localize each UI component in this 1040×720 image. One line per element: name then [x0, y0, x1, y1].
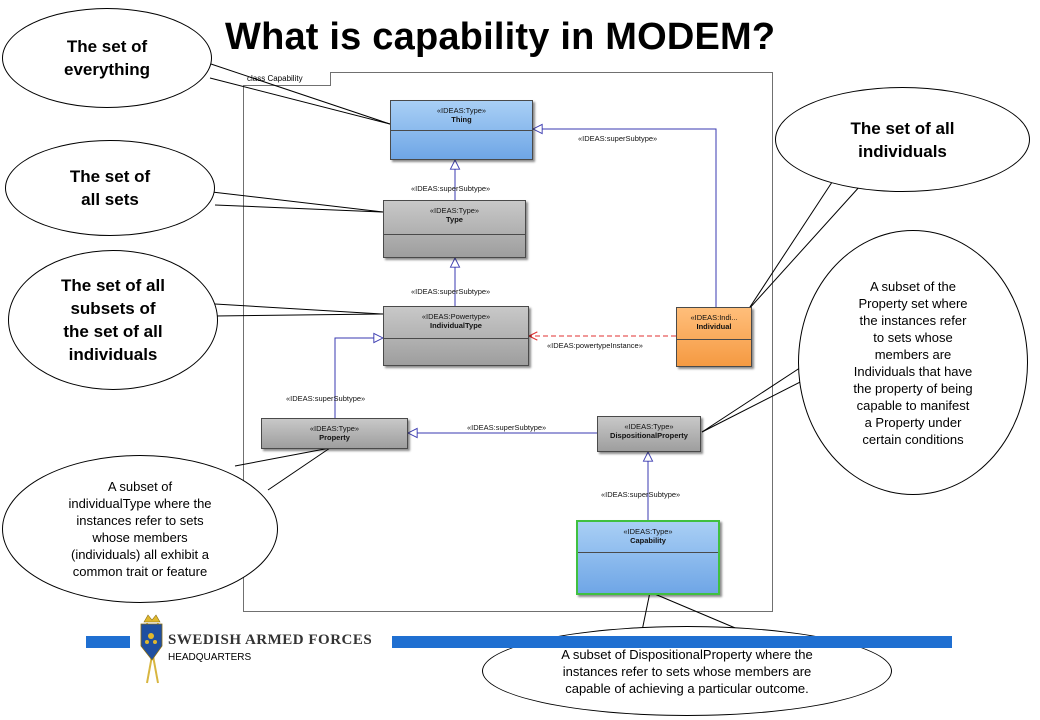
- callout-dispositional-line5: members are: [874, 346, 952, 362]
- callout-pointer-capability-2: [649, 591, 741, 631]
- class-individualtype[interactable]: «IDEAS:Powertype» IndividualType: [383, 306, 529, 366]
- callout-everything-line2: everything: [64, 60, 150, 79]
- callout-pointer-everything: [204, 61, 391, 125]
- class-thing[interactable]: «IDEAS:Type» Thing: [390, 100, 533, 160]
- callout-individuals-line2: individuals: [858, 141, 947, 161]
- callout-property-line4: whose members: [92, 530, 188, 545]
- individualtype-stereotype: «IDEAS:Powertype»: [421, 312, 491, 321]
- callout-pointer-subsets-2: [214, 313, 384, 317]
- dispositional-name: DispositionalProperty: [610, 431, 688, 440]
- type-name: Type: [446, 215, 463, 224]
- footer-bar-right: [392, 636, 952, 648]
- label-supersubtype-capability-dispositional: «IDEAS:superSubtype»: [601, 490, 681, 499]
- callout-property-line1: A subset of: [107, 479, 173, 494]
- label-powertypeinstance: «IDEAS:powertypeInstance»: [547, 341, 643, 350]
- class-property[interactable]: «IDEAS:Type» Property: [261, 418, 408, 449]
- individualtype-name: IndividualType: [430, 321, 482, 330]
- callout-pointer-property-2: [267, 447, 331, 491]
- label-supersubtype-property-individualtype: «IDEAS:superSubtype»: [286, 394, 366, 403]
- individual-stereotype: «IDEAS:Indi...: [690, 313, 738, 322]
- diagram-frame: [243, 72, 773, 612]
- class-individual[interactable]: «IDEAS:Indi... Individual: [676, 307, 752, 367]
- callout-dispositional-line8: capable to manifest: [856, 397, 970, 413]
- property-name: Property: [319, 433, 350, 442]
- callout-dispositional-line3: the instances refer: [859, 312, 967, 328]
- callout-pointer-dispositional: [701, 359, 813, 433]
- callout-subsets-line4: individuals: [68, 345, 158, 364]
- callout-pointer-everything-2: [209, 77, 391, 125]
- callout-dispositional-line9: a Property under: [864, 414, 962, 430]
- callout-individuals-line1: The set of all: [850, 118, 955, 138]
- callout-pointer-subsets: [214, 303, 384, 315]
- callout-subsets: The set of all subsets of the set of all…: [8, 250, 218, 390]
- callout-pointer-individuals-2: [747, 174, 871, 311]
- dispositional-stereotype: «IDEAS:Type»: [624, 422, 674, 431]
- callout-capability-line3: capable of achieving a particular outcom…: [565, 680, 809, 696]
- class-dispositionalproperty[interactable]: «IDEAS:Type» DispositionalProperty: [597, 416, 701, 452]
- thing-stereotype: «IDEAS:Type»: [436, 106, 487, 115]
- callout-pointer-all-sets-2: [214, 204, 384, 213]
- property-stereotype: «IDEAS:Type»: [309, 424, 360, 433]
- label-supersubtype-dispositional-property: «IDEAS:superSubtype»: [467, 423, 547, 432]
- callout-dispositional-line6: Individuals that have: [853, 363, 973, 379]
- callout-property-line5: (individuals) all exhibit a: [70, 547, 209, 562]
- callout-dispositional-line7: the property of being: [853, 380, 973, 396]
- callout-all-sets: The set of all sets: [5, 140, 215, 236]
- callout-individuals: The set of all individuals: [775, 87, 1030, 192]
- callout-property-line2: individualType where the: [68, 496, 212, 511]
- capability-name: Capability: [630, 536, 666, 545]
- edge-individual-thing: [533, 129, 717, 307]
- callout-everything: The set of everything: [2, 8, 212, 108]
- callout-property: A subset of individualType where the ins…: [2, 455, 278, 603]
- class-type[interactable]: «IDEAS:Type» Type: [383, 200, 526, 258]
- slide-title: What is capability in MODEM?: [225, 16, 776, 58]
- label-supersubtype-individual-thing: «IDEAS:superSubtype»: [578, 134, 658, 143]
- label-supersubtype-individualtype-type: «IDEAS:superSubtype»: [411, 287, 491, 296]
- crest-logo: [140, 614, 163, 684]
- callout-subsets-line3: the set of all: [63, 322, 163, 341]
- footer-bar-left: [86, 636, 130, 648]
- label-supersubtype-type-thing: «IDEAS:superSubtype»: [411, 184, 491, 193]
- callout-subsets-line1: The set of all: [61, 276, 165, 295]
- capability-stereotype: «IDEAS:Type»: [623, 527, 673, 536]
- callout-all-sets-line1: The set of: [69, 167, 151, 186]
- type-stereotype: «IDEAS:Type»: [429, 206, 480, 215]
- callout-capability-line1: A subset of DispositionalProperty where …: [561, 646, 813, 662]
- callout-dispositional-line10: certain conditions: [862, 431, 964, 447]
- footer-headquarters: HEADQUARTERS: [168, 652, 252, 663]
- callout-property-line6: common trait or feature: [72, 564, 208, 579]
- callout-property-line3: instances refer to sets: [76, 513, 204, 528]
- callout-all-sets-line2: all sets: [81, 190, 139, 209]
- callout-dispositional: A subset of the Property set where the i…: [798, 230, 1028, 495]
- callout-pointer-individuals: [747, 169, 841, 311]
- callout-dispositional-line2: Property set where: [858, 295, 968, 311]
- individual-name: Individual: [696, 322, 732, 331]
- footer-org-name: SWEDISH ARMED FORCES: [168, 632, 373, 648]
- callout-pointer-all-sets: [211, 191, 384, 213]
- callout-dispositional-line4: to sets whose: [873, 329, 953, 345]
- callout-pointer-property: [234, 447, 331, 467]
- callout-everything-line1: The set of: [66, 37, 148, 56]
- class-capability[interactable]: «IDEAS:Type» Capability: [576, 520, 720, 595]
- edge-property-individualtype: [334, 338, 383, 418]
- callout-pointer-dispositional-2: [701, 375, 813, 433]
- thing-name: Thing: [451, 115, 472, 124]
- callout-capability-line2: instances refer to sets whose members ar…: [562, 663, 812, 679]
- callout-subsets-line2: subsets of: [70, 299, 156, 318]
- callout-dispositional-line1: A subset of the: [869, 278, 956, 294]
